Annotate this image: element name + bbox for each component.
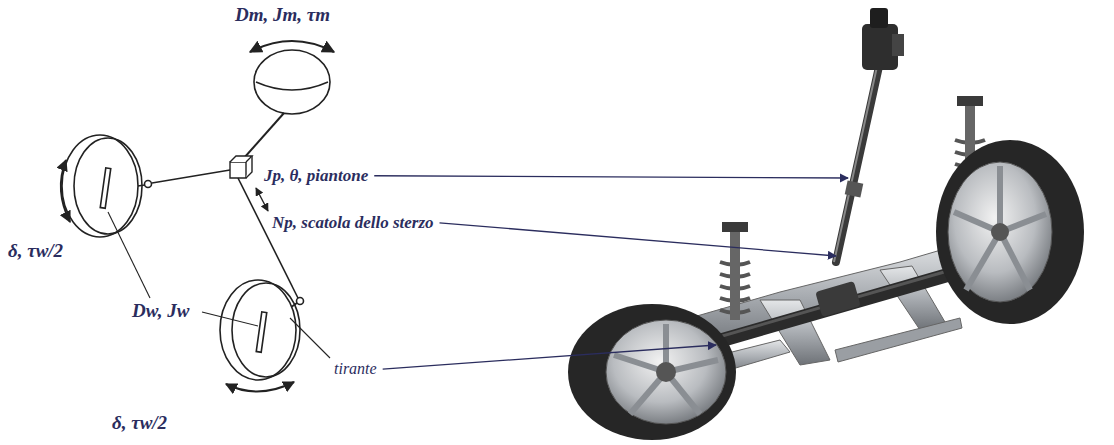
label-text: Dm, Jm, τm bbox=[235, 4, 330, 26]
right-wheel bbox=[220, 280, 300, 392]
steering-box bbox=[230, 156, 252, 178]
label-text: tirante bbox=[334, 360, 377, 378]
chassis-photo bbox=[568, 8, 1084, 440]
pointer-line bbox=[108, 212, 150, 298]
leader-line bbox=[383, 345, 716, 369]
label-text: δ, τw/2 bbox=[112, 412, 167, 434]
leader-line bbox=[374, 176, 848, 178]
pointer-line bbox=[290, 318, 330, 358]
steering-wheel bbox=[250, 41, 334, 114]
label-text: Dw, Jw bbox=[132, 300, 189, 322]
leader-line bbox=[440, 223, 837, 256]
pointer-line bbox=[202, 312, 258, 326]
label-text: δ, τw/2 bbox=[8, 240, 63, 262]
left-wheel bbox=[61, 135, 142, 237]
label-text: Jp, θ, piantone bbox=[264, 166, 368, 186]
label-text: Np, scatola dello sterzo bbox=[272, 213, 434, 233]
column-line bbox=[244, 113, 284, 158]
